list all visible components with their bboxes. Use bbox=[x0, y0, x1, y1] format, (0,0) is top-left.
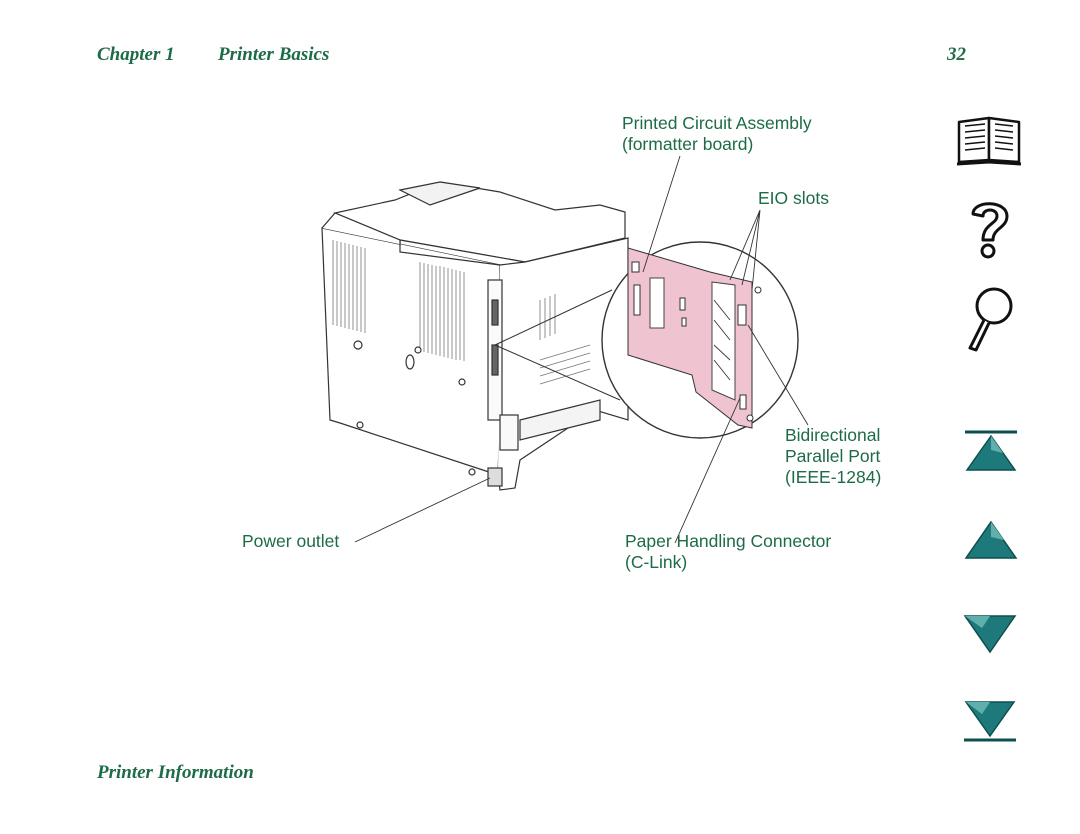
pca-label-line2: (formatter board) bbox=[622, 134, 754, 154]
power-outlet-label: Power outlet bbox=[242, 531, 340, 551]
footer-title: Printer Information bbox=[97, 762, 254, 783]
pca-label-line1: Printed Circuit Assembly bbox=[622, 113, 812, 133]
manual-icon[interactable] bbox=[955, 112, 1025, 166]
search-icon[interactable] bbox=[962, 286, 1018, 354]
section-title: Printer Basics bbox=[218, 44, 330, 65]
clink-label-line1: Paper Handling Connector bbox=[625, 531, 832, 551]
printer-illustration bbox=[321, 181, 629, 491]
next-page-icon[interactable] bbox=[962, 614, 1018, 654]
callout-leaders bbox=[354, 155, 809, 544]
formatter-board bbox=[627, 247, 762, 429]
first-page-icon[interactable] bbox=[963, 428, 1019, 474]
clink-label-line2: (C-Link) bbox=[625, 552, 688, 572]
last-page-icon[interactable] bbox=[962, 698, 1018, 744]
parallel-port-label-line2: Parallel Port bbox=[785, 446, 881, 466]
previous-page-icon[interactable] bbox=[963, 520, 1019, 560]
page-number: 32 bbox=[947, 44, 966, 65]
parallel-port-label-line1: Bidirectional bbox=[785, 425, 881, 445]
chapter-label: Chapter 1 bbox=[97, 44, 175, 65]
parallel-port-label-line3: (IEEE-1284) bbox=[785, 467, 882, 487]
zoom-wedge bbox=[494, 289, 621, 401]
help-icon[interactable] bbox=[965, 198, 1015, 260]
eio-slots-label: EIO slots bbox=[758, 188, 829, 208]
